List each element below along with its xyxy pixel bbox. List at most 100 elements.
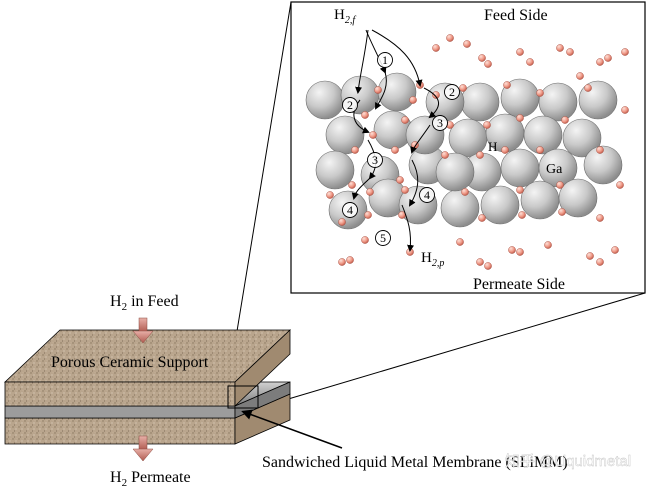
h-atom (544, 241, 552, 249)
permeate-arrow (132, 435, 154, 462)
h-atom (621, 48, 629, 56)
step-marker-7: 4 (342, 202, 358, 218)
h-atom (478, 214, 486, 222)
h-atom (432, 91, 440, 99)
h-atom (391, 146, 399, 154)
path-arrow-2c (353, 99, 370, 134)
ga-sphere (440, 188, 480, 228)
h-atom (409, 96, 417, 104)
ga-sphere (562, 118, 602, 158)
ga-sphere (583, 145, 623, 185)
step-number: 2 (449, 85, 455, 99)
h-atom (501, 146, 509, 154)
step-circle (367, 152, 383, 168)
path-arrow-4a (351, 177, 371, 200)
h-atom (338, 218, 346, 226)
step-number: 5 (380, 231, 386, 245)
h2p-label: H2,p (421, 250, 444, 269)
h-atom (348, 181, 356, 189)
ga-sphere (538, 82, 578, 122)
h-atom (611, 246, 619, 254)
ga-sphere (377, 72, 417, 112)
h-atom (586, 252, 594, 260)
h-atom (446, 34, 454, 42)
step-circle (342, 97, 358, 113)
step-number: 4 (424, 188, 430, 202)
h-atom (478, 54, 486, 62)
h-atom (401, 116, 409, 124)
step-marker-4: 3 (432, 115, 448, 131)
h-atom (616, 181, 624, 189)
step-circle (342, 202, 358, 218)
path-arrow-4b (408, 159, 419, 207)
permeate-side-label: Permeate Side (473, 276, 565, 293)
step-number: 4 (347, 203, 353, 217)
ga-sphere (480, 185, 520, 225)
ga-sphere (523, 115, 563, 155)
watermark: 知乎 @Liquidmetal (505, 453, 631, 470)
step-number: 2 (347, 98, 353, 112)
h-atom (483, 121, 491, 129)
zoom-source-rect (227, 385, 259, 409)
step-circle (375, 230, 391, 246)
h-atom (364, 211, 372, 219)
h-atom (508, 246, 516, 254)
step-marker-8: 5 (375, 230, 391, 246)
zoom-line-top (227, 1, 292, 387)
h-atom (361, 111, 369, 119)
h2-permeate-label: H2 Permeate (110, 469, 191, 489)
h-atom (326, 191, 334, 199)
path-arrow-2b (423, 87, 439, 119)
ga-sphere (448, 118, 488, 158)
h-atom (516, 186, 524, 194)
ga-sphere (500, 148, 540, 188)
pathway-arrows (351, 29, 439, 252)
h-atom (396, 176, 404, 184)
h-atom (476, 151, 484, 159)
h-atom (484, 60, 492, 68)
h2-feed-label: H2 in Feed (110, 293, 179, 313)
h-atom (338, 258, 346, 266)
feed-arrow (132, 317, 154, 344)
step-number: 3 (372, 153, 378, 167)
path-arrow-5 (401, 204, 415, 252)
h-atom (516, 48, 524, 56)
h-atom (461, 188, 469, 196)
h-atom (441, 151, 449, 159)
step-circle (444, 84, 460, 100)
h-atom (369, 131, 377, 139)
membrane-leader-arrow (241, 409, 343, 449)
h-atom (351, 146, 359, 154)
ga-sphere (520, 180, 560, 220)
h-atom (558, 208, 566, 216)
step-circle (377, 52, 393, 68)
h-atom (516, 248, 524, 256)
path-arrow-2a (375, 71, 387, 110)
step-marker-1: 1 (377, 52, 393, 68)
h-atom (596, 58, 604, 66)
step-marker-5: 3 (367, 152, 383, 168)
h-atom (556, 181, 564, 189)
h-atom (456, 238, 464, 246)
h-atom (596, 146, 604, 154)
h-atom-label: H (488, 139, 497, 154)
porous-support-label: Porous Ceramic Support (51, 354, 209, 371)
h-atom (621, 106, 629, 114)
h-atom (516, 114, 524, 122)
ga-sphere (435, 152, 475, 192)
top-support-plate (3, 329, 292, 407)
h-atom (463, 40, 471, 48)
feed-side-label: Feed Side (484, 7, 548, 24)
step-number-group: 1 2 2 3 3 4 4 5 (342, 52, 460, 246)
h-atom (584, 84, 592, 92)
h-atom (536, 146, 544, 154)
h-atom (401, 186, 409, 194)
h-atom (476, 258, 484, 266)
h-atom (361, 236, 369, 244)
h-atom (566, 48, 574, 56)
h-atom (503, 81, 511, 89)
h-atom (556, 44, 564, 52)
ga-sphere (315, 150, 355, 190)
